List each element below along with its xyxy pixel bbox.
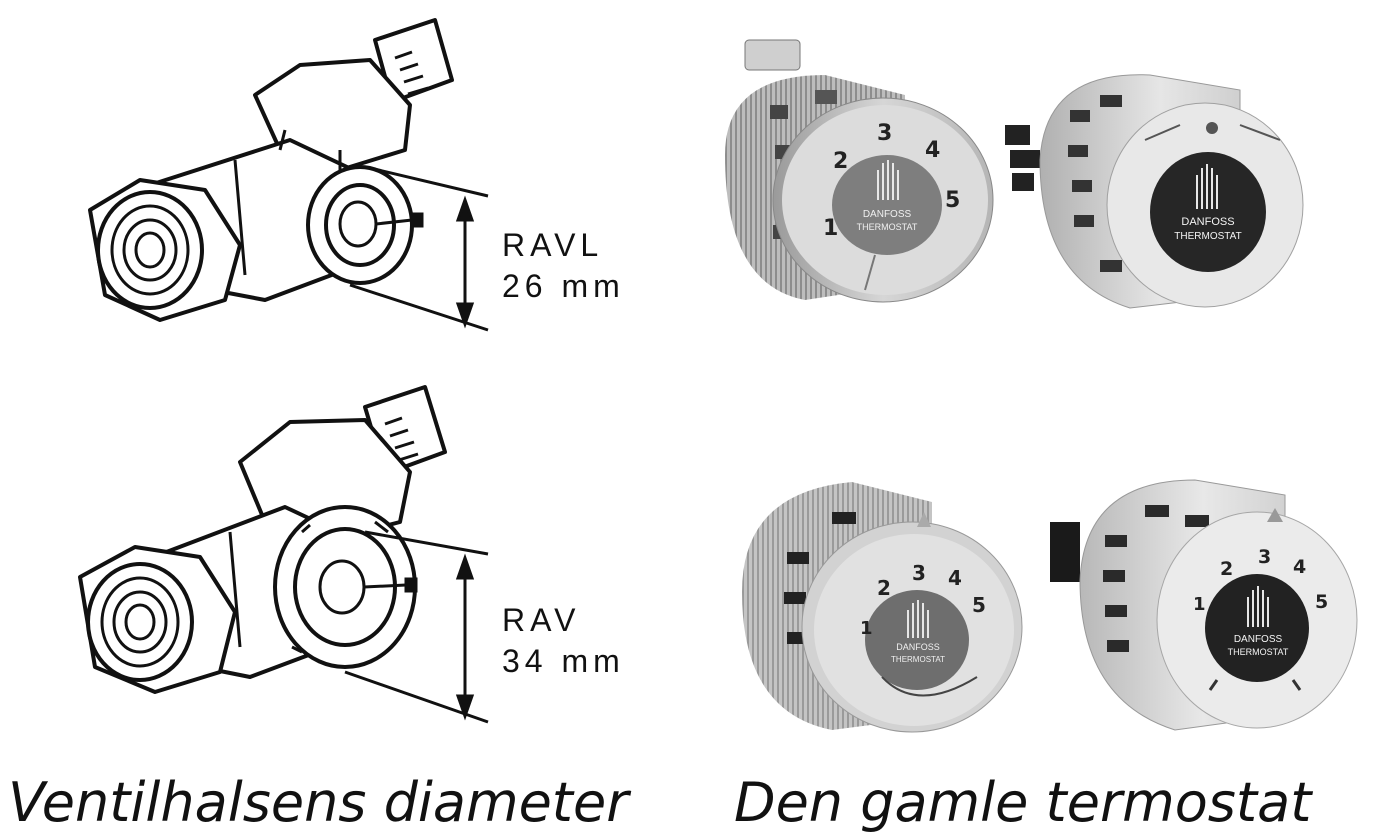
thermostat-4-model: THERMOSTAT bbox=[1228, 647, 1289, 657]
thermostat-3-dial-3: 3 bbox=[912, 561, 926, 585]
valve-rav-illustration bbox=[78, 385, 489, 724]
thermostat-4-dial-4: 4 bbox=[1293, 556, 1306, 578]
thermostat-2-model: THERMOSTAT bbox=[1174, 231, 1241, 242]
thermostat-photo-1: DANFOSS THERMOSTAT 1 2 3 4 5 bbox=[715, 35, 995, 310]
thermostat-photo-4: DANFOSS THERMOSTAT 1 2 3 4 5 bbox=[1045, 460, 1365, 740]
valve-ravl-illustration bbox=[88, 18, 489, 332]
thermostat-4-illustration: DANFOSS THERMOSTAT 1 2 3 4 5 bbox=[1050, 479, 1358, 731]
thermostat-1-brand: DANFOSS bbox=[863, 209, 912, 220]
thermostat-1-dial-3: 3 bbox=[877, 121, 892, 146]
thermostat-4-dial-5: 5 bbox=[1315, 591, 1328, 613]
valve-name-rav: RAV bbox=[502, 602, 581, 638]
thermostat-1-dial-1: 1 bbox=[823, 216, 838, 241]
thermostat-3-illustration: DANFOSS THERMOSTAT 1 2 3 4 5 bbox=[742, 482, 1023, 733]
thermostat-3-dial-2: 2 bbox=[877, 576, 891, 600]
thermostat-4-dial-3: 3 bbox=[1258, 546, 1271, 568]
valve-drawing-rav: RAV 34 mm bbox=[40, 382, 640, 732]
thermostat-3-model: THERMOSTAT bbox=[891, 655, 945, 664]
thermostat-2-illustration: DANFOSS THERMOSTAT bbox=[1005, 74, 1304, 309]
thermostat-2-brand: DANFOSS bbox=[1181, 216, 1234, 228]
thermostat-3-dial-4: 4 bbox=[948, 566, 962, 590]
valve-drawing-ravl: RAVL 26 mm bbox=[40, 10, 640, 360]
caption-valve-diameter: Ventilhalsens diameter bbox=[8, 771, 629, 834]
thermostat-photo-2: DANFOSS THERMOSTAT bbox=[1000, 50, 1310, 315]
thermostat-4-dial-2: 2 bbox=[1220, 558, 1233, 580]
caption-old-thermostat: Den gamle termostat bbox=[734, 771, 1312, 834]
thermostat-4-dial-1: 1 bbox=[1193, 594, 1206, 615]
valve-size-rav: 34 mm bbox=[502, 643, 625, 679]
thermostat-4-brand: DANFOSS bbox=[1234, 634, 1283, 645]
thermostat-1-model: THERMOSTAT bbox=[857, 222, 918, 232]
thermostat-1-dial-5: 5 bbox=[945, 188, 960, 213]
thermostat-3-dial-1: 1 bbox=[860, 618, 873, 639]
thermostat-1-dial-4: 4 bbox=[925, 138, 940, 163]
thermostat-3-dial-5: 5 bbox=[972, 593, 986, 617]
valve-name-ravl: RAVL bbox=[502, 227, 604, 263]
valve-label-ravl: RAVL 26 mm bbox=[502, 225, 625, 307]
thermostat-photo-3: DANFOSS THERMOSTAT 1 2 3 4 5 bbox=[732, 452, 1024, 737]
thermostat-3-brand: DANFOSS bbox=[896, 642, 940, 652]
thermostat-1-illustration: DANFOSS THERMOSTAT 1 2 3 4 5 bbox=[725, 39, 994, 303]
valve-size-ravl: 26 mm bbox=[502, 268, 625, 304]
valve-label-rav: RAV 34 mm bbox=[502, 600, 625, 682]
thermostat-1-dial-2: 2 bbox=[833, 149, 848, 174]
